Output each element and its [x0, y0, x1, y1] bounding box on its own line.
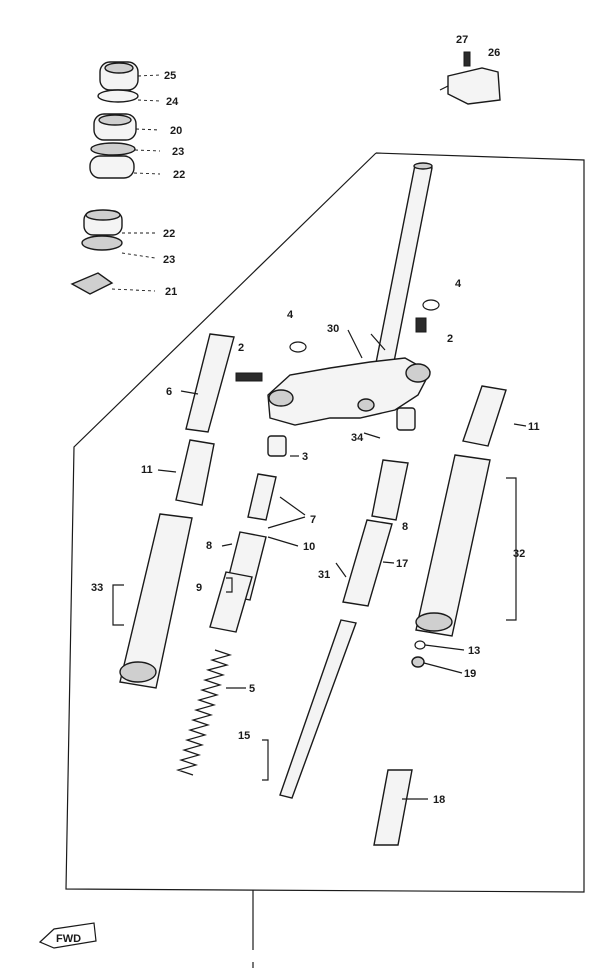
label-6: 6 — [166, 386, 172, 398]
part-21-cover — [70, 272, 114, 295]
fwd-arrow-badge: FWD — [38, 922, 97, 949]
part-5-fork-spring — [175, 649, 233, 776]
label-20: 20 — [170, 125, 182, 137]
part-30-under-bracket — [267, 357, 431, 426]
label-7: 7 — [310, 514, 316, 526]
part-23-ball-race-upper — [90, 142, 136, 156]
part-9-rebound-spring — [209, 571, 253, 633]
part-34-damper-rubber — [396, 407, 416, 431]
label-11-left: 11 — [141, 464, 153, 476]
part-4-circlip-left — [289, 341, 307, 353]
part-11-dust-seal-left — [175, 439, 215, 506]
label-25: 25 — [164, 70, 176, 82]
label-22-lower: 22 — [163, 228, 175, 240]
label-32: 32 — [513, 548, 525, 560]
part-22-bearing-lower — [83, 209, 123, 236]
part-7-bushing-left — [247, 473, 277, 521]
part-25-ring-nut — [99, 61, 139, 91]
label-5: 5 — [249, 683, 255, 695]
label-22-upper: 22 — [173, 169, 185, 181]
label-9: 9 — [196, 582, 202, 594]
label-2-left: 2 — [238, 342, 244, 354]
label-10: 10 — [303, 541, 315, 553]
part-4-circlip-right — [422, 299, 440, 311]
part-19-drain-bolt — [411, 656, 425, 668]
leader-lines — [111, 74, 527, 800]
steering-stem-tube — [374, 162, 433, 373]
label-23-upper: 23 — [172, 146, 184, 158]
label-8-left: 8 — [206, 540, 212, 552]
fwd-label: FWD — [56, 933, 81, 945]
label-24: 24 — [166, 96, 179, 108]
label-11-right: 11 — [528, 421, 540, 433]
label-27: 27 — [456, 34, 468, 46]
label-4-right: 4 — [455, 278, 462, 290]
label-3: 3 — [302, 451, 308, 463]
label-21: 21 — [165, 286, 177, 298]
part-27-screw — [463, 51, 471, 67]
label-26: 26 — [488, 47, 500, 59]
part-20-bearing-race — [93, 113, 137, 141]
part-24-washer — [97, 89, 139, 103]
label-33: 33 — [91, 582, 103, 594]
part-18-strip — [373, 769, 413, 846]
part-6-inner-tube-left — [185, 333, 235, 433]
label-30: 30 — [327, 323, 339, 335]
part-3-damper-rubber — [267, 435, 287, 457]
part-32-outer-tube-right — [415, 454, 491, 637]
part-number-labels: 25 24 20 23 22 22 23 21 27 26 4 4 30 2 2… — [91, 34, 540, 806]
part-26-bracket — [439, 67, 501, 105]
part-33-outer-tube-left — [119, 513, 193, 689]
part-2-bolt-right — [415, 317, 427, 333]
part-23-ball-race-lower — [81, 235, 123, 251]
label-2-right: 2 — [447, 333, 453, 345]
part-17-damper-rod — [342, 519, 393, 607]
label-34: 34 — [351, 432, 364, 444]
label-18: 18 — [433, 794, 445, 806]
label-23-lower: 23 — [163, 254, 175, 266]
part-8-piston-right — [371, 459, 409, 521]
part-22-bearing-upper — [89, 155, 135, 179]
label-17: 17 — [396, 558, 408, 570]
part-15-rod-assembly — [279, 619, 357, 799]
label-4-left: 4 — [287, 309, 294, 321]
diagram-enclosure — [65, 152, 585, 968]
part-11-dust-seal-right — [462, 385, 507, 447]
label-19: 19 — [464, 668, 476, 680]
part-13-o-ring — [414, 640, 426, 650]
label-31: 31 — [318, 569, 330, 581]
assembly-brackets — [112, 477, 517, 781]
label-13: 13 — [468, 645, 480, 657]
label-15: 15 — [238, 730, 250, 742]
part-2-bolt-left — [235, 372, 263, 382]
label-8-right: 8 — [402, 521, 408, 533]
